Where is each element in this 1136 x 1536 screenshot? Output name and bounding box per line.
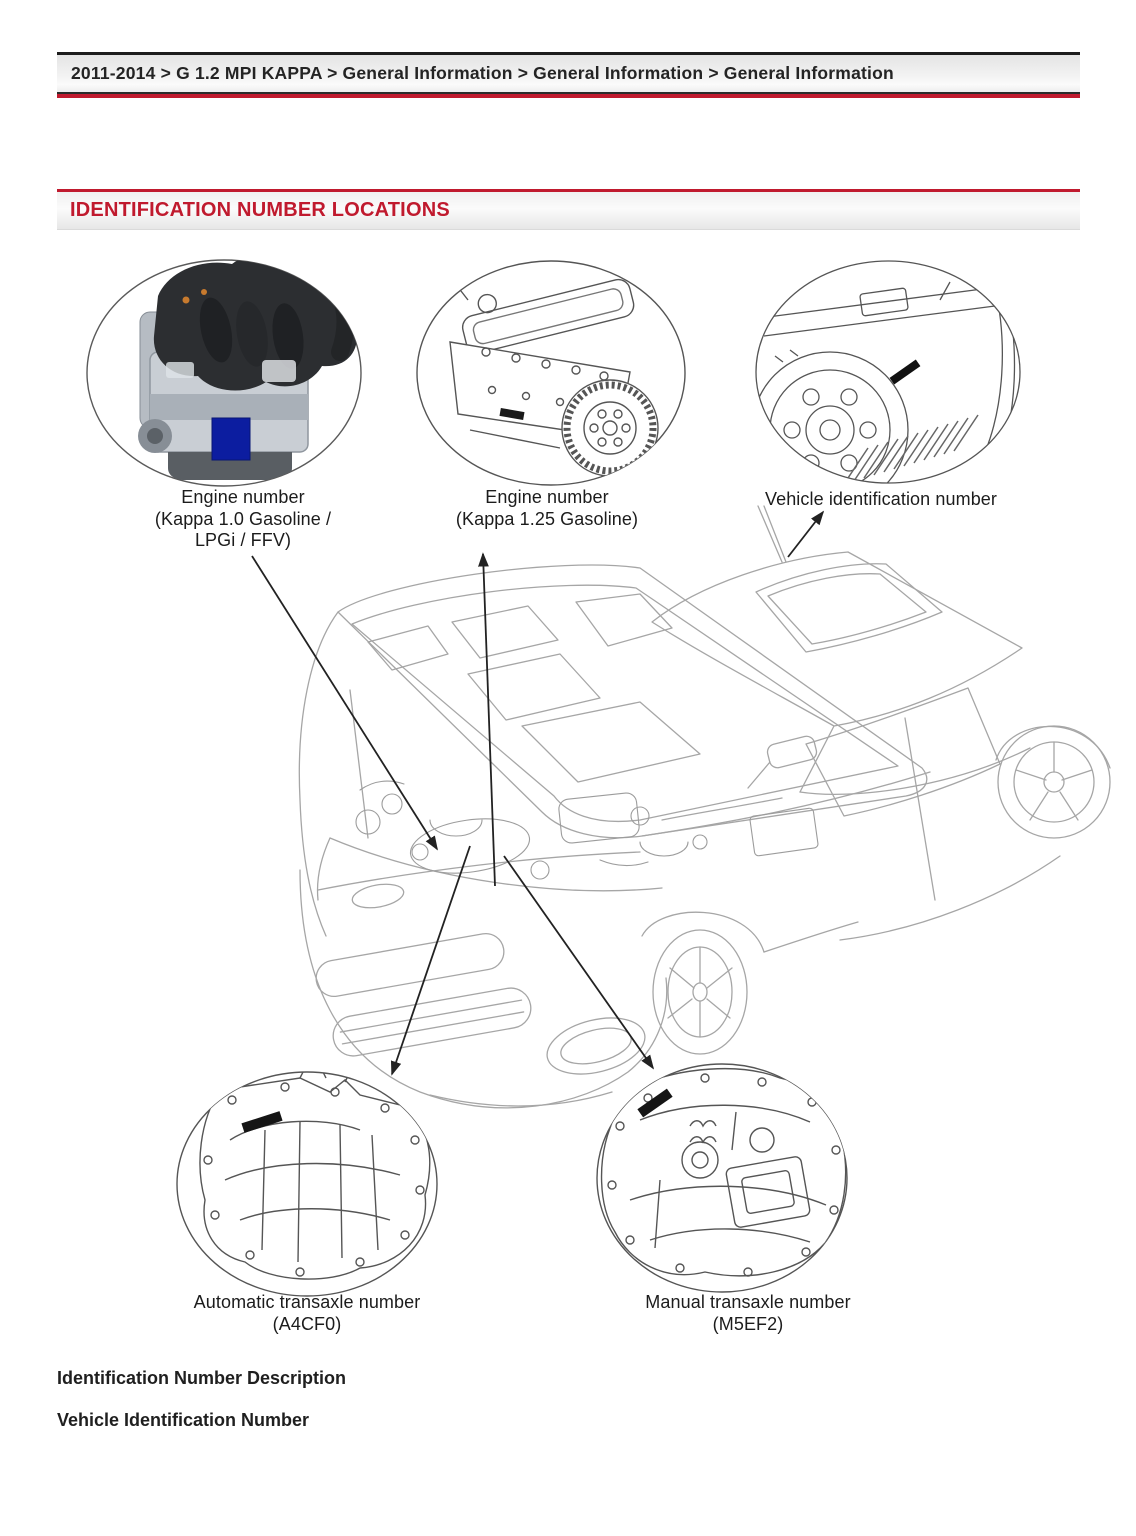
breadcrumb-text: 2011-2014 > G 1.2 MPI KAPPA > General In…: [71, 63, 894, 83]
callout-label-line: Engine number: [181, 487, 305, 507]
callout-label-line: (Kappa 1.0 Gasoline /: [154, 508, 332, 529]
car-line-drawing: [298, 505, 1111, 1109]
callout-label-line: Engine number: [485, 487, 609, 507]
callout-circle-engine-kappa-1-25: [416, 260, 686, 486]
callout-arrows: [251, 510, 825, 1076]
callout-label-line: Vehicle identification number: [764, 489, 998, 509]
callout-label-line: (M5EF2): [712, 1313, 784, 1334]
breadcrumb: 2011-2014 > G 1.2 MPI KAPPA > General In…: [57, 52, 1080, 94]
callout-label-automatic-transaxle: Automatic transaxle number (A4CF0): [157, 1292, 457, 1335]
arrow-manual-transaxle: [503, 855, 655, 1070]
arrow-engine-kappa-1-0: [251, 555, 438, 851]
callout-label-engine-kappa-1-25: Engine number (Kappa 1.25 Gasoline): [432, 487, 662, 530]
callout-circle-manual-transaxle: [596, 1063, 848, 1293]
arrow-automatic-transaxle: [390, 845, 471, 1076]
arrow-vin: [787, 510, 825, 558]
callout-label-line: (Kappa 1.25 Gasoline): [455, 508, 639, 529]
section-accent-line: [57, 189, 1080, 192]
callout-label-line: LPGi / FFV): [194, 530, 292, 550]
callout-circle-vin: [755, 260, 1021, 484]
arrow-engine-kappa-1-25: [478, 552, 496, 887]
section-title: IDENTIFICATION NUMBER LOCATIONS: [70, 199, 450, 221]
breadcrumb-accent-line: [57, 94, 1080, 98]
callout-label-line: Manual transaxle number: [645, 1292, 851, 1312]
heading-identification-number-description: Identification Number Description: [57, 1368, 347, 1388]
heading-vehicle-identification-number: Vehicle Identification Number: [57, 1410, 310, 1430]
callout-label-vin: Vehicle identification number: [731, 489, 1031, 511]
callout-label-line: (A4CF0): [272, 1313, 342, 1334]
callout-label-line: Automatic transaxle number: [193, 1292, 421, 1312]
callout-circle-engine-kappa-1-0: [86, 259, 362, 487]
callout-label-manual-transaxle: Manual transaxle number (M5EF2): [598, 1292, 898, 1335]
section-header: IDENTIFICATION NUMBER LOCATIONS: [57, 192, 1080, 230]
callout-label-engine-kappa-1-0: Engine number (Kappa 1.0 Gasoline / LPGi…: [127, 487, 359, 552]
callout-circle-automatic-transaxle: [176, 1071, 438, 1297]
